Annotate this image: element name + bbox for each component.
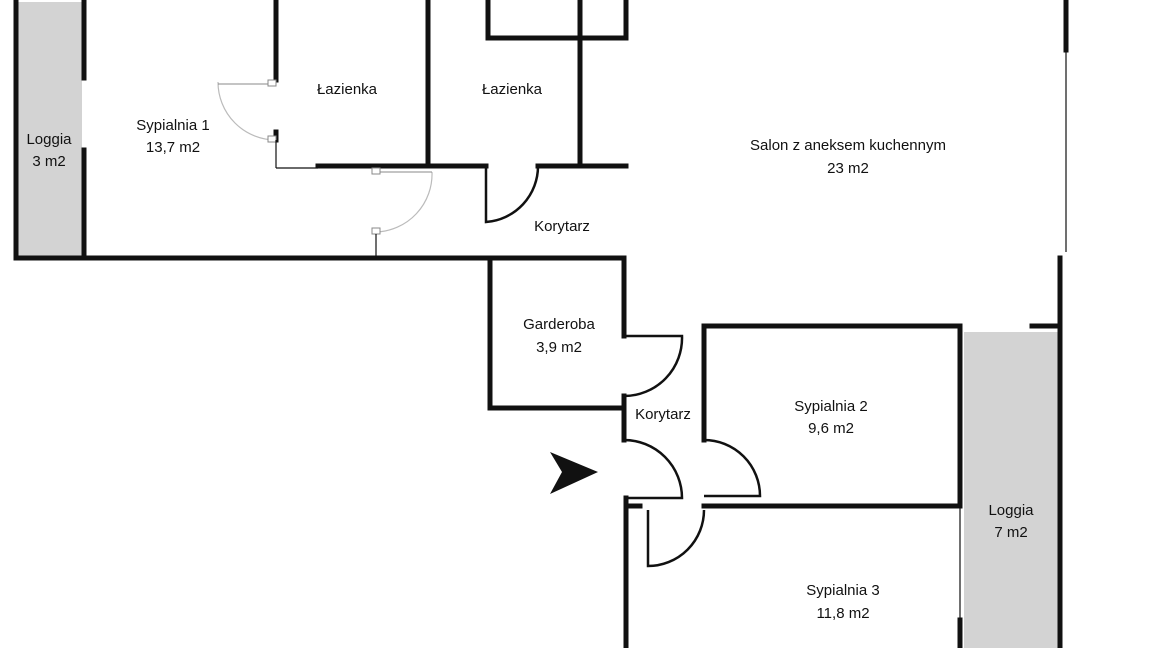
room-label-loggia-1: Loggia xyxy=(26,131,72,148)
loggia-1-fill xyxy=(18,2,82,256)
room-label-sypialnia-3: Sypialnia 3 xyxy=(806,582,879,599)
room-area-loggia-2: 7 m2 xyxy=(994,524,1027,541)
room-label-loggia-2: Loggia xyxy=(988,502,1034,519)
room-label-garderoba: Garderoba xyxy=(523,316,595,333)
room-area-sypialnia-1: 13,7 m2 xyxy=(146,139,200,156)
room-label-sypialnia-2: Sypialnia 2 xyxy=(794,398,867,415)
room-label-lazienka-2: Łazienka xyxy=(482,81,543,98)
room-area-salon: 23 m2 xyxy=(827,160,869,177)
room-area-sypialnia-2: 9,6 m2 xyxy=(808,420,854,437)
room-area-garderoba: 3,9 m2 xyxy=(536,339,582,356)
entrance-arrow-icon xyxy=(550,452,598,494)
room-label-sypialnia-1: Sypialnia 1 xyxy=(136,117,209,134)
room-label-korytarz-1: Korytarz xyxy=(534,218,590,235)
loggia-2-fill xyxy=(964,332,1058,648)
room-label-korytarz-2: Korytarz xyxy=(635,406,691,423)
room-area-sypialnia-3: 11,8 m2 xyxy=(816,605,869,622)
room-label-salon: Salon z aneksem kuchennym xyxy=(750,137,946,154)
room-label-lazienka-1: Łazienka xyxy=(317,81,378,98)
walls xyxy=(13,0,1069,648)
doors xyxy=(217,79,762,568)
room-area-loggia-1: 3 m2 xyxy=(32,153,65,170)
